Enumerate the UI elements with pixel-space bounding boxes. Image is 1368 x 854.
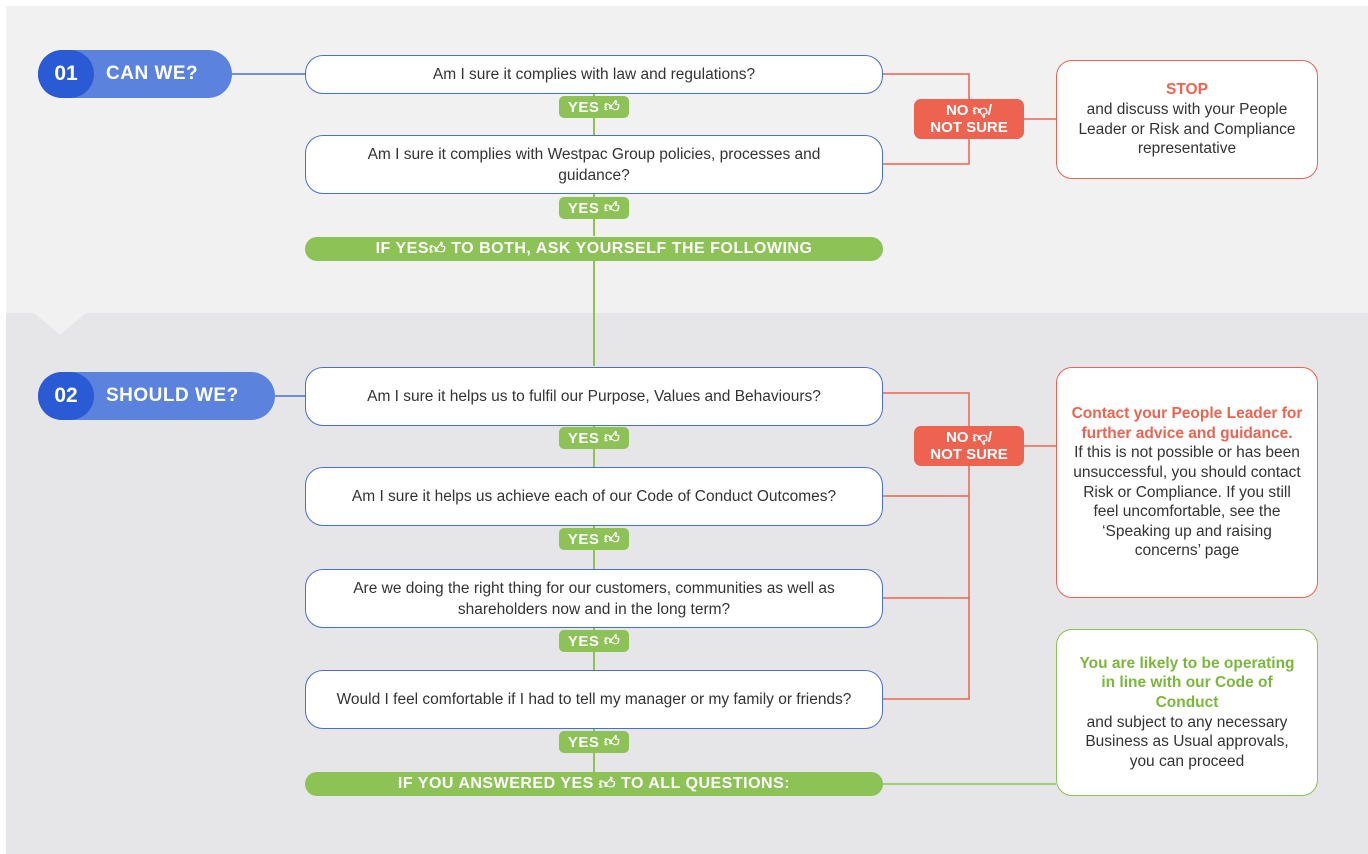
section2-number: 02	[38, 372, 94, 420]
proceed-outcome-box: You are likely to be operating in line w…	[1056, 629, 1318, 796]
yes-label: YES	[567, 530, 600, 548]
thumbs-up-icon: 👍︎	[604, 429, 621, 446]
summary-text-start: IF YES	[375, 240, 429, 257]
contact-body: If this is not possible or has been unsu…	[1073, 444, 1301, 560]
question-text: Am I sure it helps us achieve each of ou…	[351, 488, 837, 505]
thumbs-up-icon: 👍︎	[598, 775, 617, 793]
yes-badge: YES 👍︎	[559, 197, 629, 219]
yes-label: YES	[567, 733, 600, 751]
yes-badge: YES 👍︎	[559, 630, 629, 652]
section1-number: 01	[38, 50, 94, 98]
summary-text-end: TO ALL QUESTIONS:	[620, 775, 791, 792]
thumbs-up-icon: 👍︎	[604, 733, 621, 750]
question-text: Am I sure it complies with Westpac Group…	[367, 145, 821, 184]
stop-title: STOP	[1166, 81, 1208, 99]
yes-label: YES	[567, 429, 600, 447]
question-right-thing: Are we doing the right thing for our cus…	[305, 569, 883, 628]
summary-bar-section1: IF YES👍︎ TO BOTH, ASK YOURSELF THE FOLLO…	[305, 237, 883, 261]
section2-label: 02 SHOULD WE?	[38, 372, 275, 420]
not-sure-label: NOT SURE	[930, 446, 1008, 463]
contact-title: Contact your People Leader for further a…	[1071, 405, 1303, 442]
summary-text-start: IF YOU ANSWERED YES	[397, 775, 594, 792]
thumbs-down-icon: 👎︎	[972, 429, 988, 446]
yes-badge: YES 👍︎	[559, 528, 629, 550]
question-text: Would I feel comfortable if I had to tel…	[336, 691, 852, 708]
thumbs-up-icon: 👍︎	[604, 632, 621, 649]
section1-label: 01 CAN WE?	[38, 50, 232, 98]
yes-badge: YES 👍︎	[559, 731, 629, 753]
thumbs-up-icon: 👍︎	[604, 530, 621, 547]
stop-outcome-box: STOP and discuss with your People Leader…	[1056, 60, 1318, 179]
yes-label: YES	[567, 199, 600, 217]
thumbs-up-icon: 👍︎	[604, 98, 621, 115]
section1-title: CAN WE?	[106, 63, 199, 84]
section2-title: SHOULD WE?	[106, 385, 239, 406]
yes-label: YES	[567, 98, 600, 116]
no-not-sure-badge: NO 👎︎/ NOT SURE	[914, 426, 1024, 466]
summary-text-end: TO BOTH, ASK YOURSELF THE FOLLOWING	[451, 240, 813, 257]
question-text: Are we doing the right thing for our cus…	[353, 579, 835, 618]
question-law-regulations: Am I sure it complies with law and regul…	[305, 55, 883, 94]
question-text: Am I sure it helps us to fulfil our Purp…	[367, 388, 821, 405]
section-divider-notch	[34, 313, 86, 335]
no-label: NO	[945, 429, 969, 446]
connector-no-section2	[883, 392, 970, 700]
no-label: NO	[945, 102, 969, 119]
question-westpac-policies: Am I sure it complies with Westpac Group…	[305, 135, 883, 194]
contact-outcome-box: Contact your People Leader for further a…	[1056, 367, 1318, 598]
thumbs-down-icon: 👎︎	[972, 102, 988, 119]
not-sure-label: NOT SURE	[930, 119, 1008, 136]
proceed-body: and subject to any necessary Business as…	[1085, 713, 1289, 770]
thumbs-up-icon: 👍︎	[429, 240, 447, 258]
no-not-sure-badge: NO 👎︎/ NOT SURE	[914, 99, 1024, 139]
question-purpose-values: Am I sure it helps us to fulfil our Purp…	[305, 367, 883, 426]
summary-bar-section2: IF YOU ANSWERED YES 👍︎ TO ALL QUESTIONS:	[305, 772, 883, 796]
stop-body: and discuss with your People Leader or R…	[1078, 100, 1296, 158]
yes-label: YES	[567, 632, 600, 650]
yes-badge: YES 👍︎	[559, 427, 629, 449]
yes-badge: YES 👍︎	[559, 96, 629, 118]
question-code-of-conduct: Am I sure it helps us achieve each of ou…	[305, 467, 883, 526]
question-text: Am I sure it complies with law and regul…	[432, 66, 756, 83]
question-feel-comfortable: Would I feel comfortable if I had to tel…	[305, 670, 883, 729]
proceed-title: You are likely to be operating in line w…	[1079, 654, 1295, 711]
thumbs-up-icon: 👍︎	[604, 199, 621, 216]
